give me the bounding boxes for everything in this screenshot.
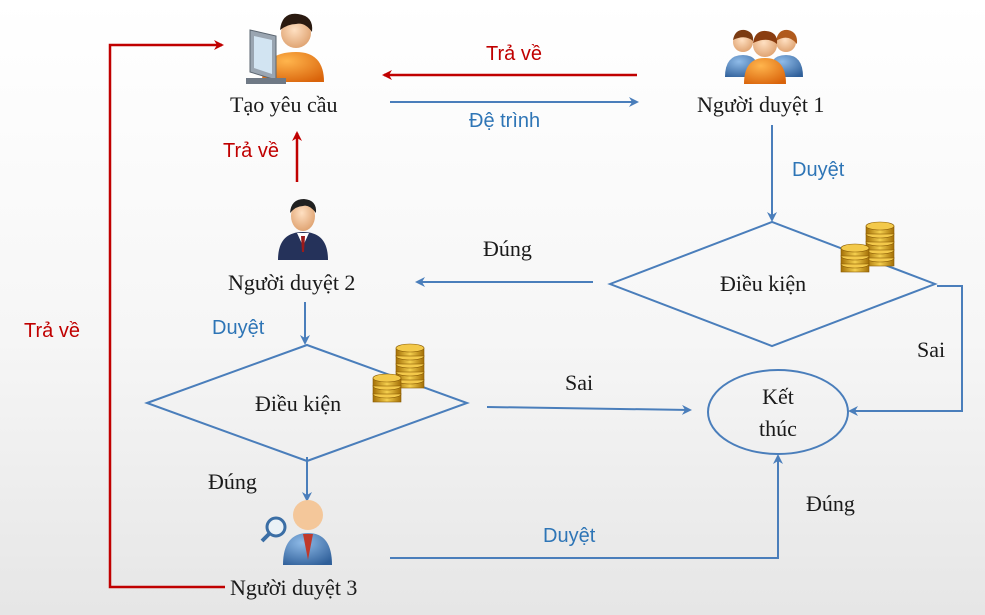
approve-3-arrow <box>390 454 783 559</box>
return-mid-label: Trả về <box>223 140 279 162</box>
false-2-label: Sai <box>565 370 594 395</box>
return-top-label: Trả về <box>486 43 542 65</box>
condition-2-label: Điều kiện <box>255 391 342 416</box>
approve-1-label: Duyệt <box>792 159 845 181</box>
true-3-label: Đúng <box>806 491 855 516</box>
return-left-label: Trả về <box>24 320 80 342</box>
create-request-label: Tạo yêu cầu <box>230 92 338 117</box>
submit-label: Đệ trình <box>469 110 541 132</box>
false-2-arrow <box>486 404 692 415</box>
approve-3-label: Duyệt <box>543 525 596 547</box>
return-left-arrow <box>108 40 225 589</box>
person-at-computer-icon <box>246 13 324 84</box>
false-1-label: Sai <box>917 337 946 362</box>
approver-3-label: Người duyệt 3 <box>230 575 358 600</box>
end-ellipse <box>707 369 849 455</box>
condition-2-diamond <box>144 343 470 463</box>
businessman-icon <box>278 199 328 260</box>
condition-1-label: Điều kiện <box>720 271 807 296</box>
approver-2-label: Người duyệt 2 <box>228 270 356 295</box>
end-label-line-1: Kết <box>762 384 794 409</box>
gold-coins-icon <box>840 221 895 273</box>
person-with-magnifier-icon <box>260 500 332 565</box>
true-2-label: Đúng <box>208 469 257 494</box>
end-label-line-2: thúc <box>759 416 797 441</box>
approver-1-label: Người duyệt 1 <box>697 92 825 117</box>
true-1-label: Đúng <box>483 236 532 261</box>
approve-2-label: Duyệt <box>212 317 265 339</box>
false-1-arrow <box>848 285 963 416</box>
condition-1-diamond <box>607 220 938 348</box>
group-of-people-icon <box>725 29 803 84</box>
gold-coins-icon <box>372 343 425 403</box>
